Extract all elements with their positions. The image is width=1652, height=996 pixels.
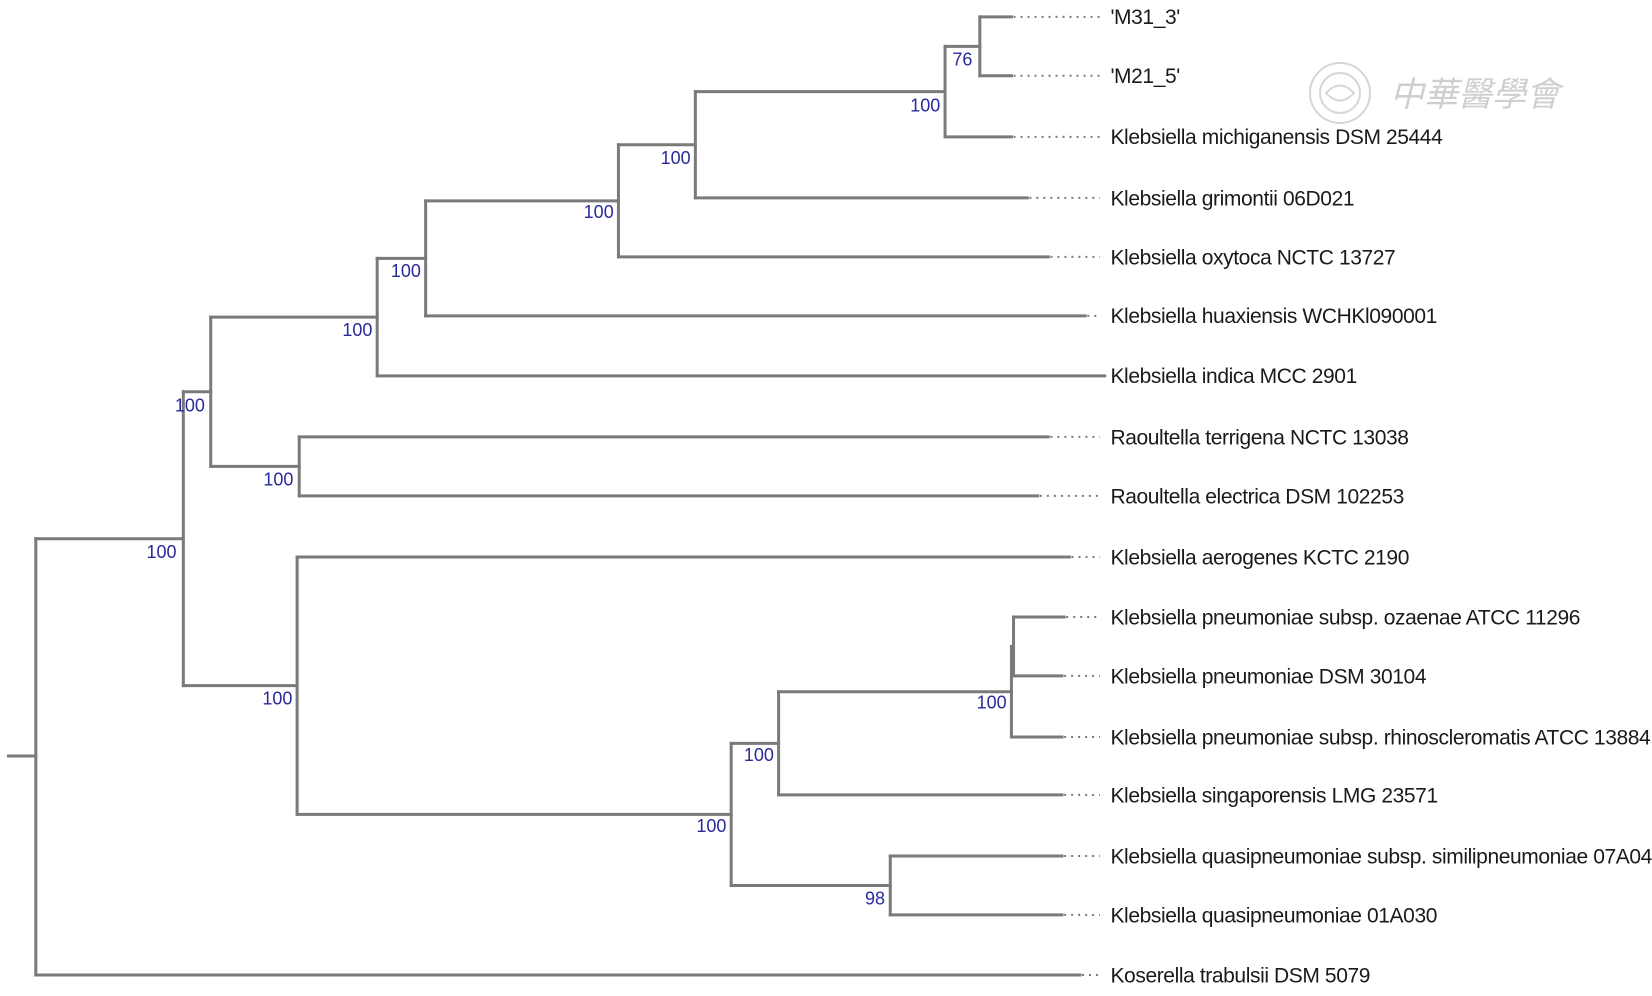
bootstrap-value: 100 — [910, 96, 940, 116]
seal-icon — [1309, 62, 1371, 124]
leaf-label: Raoultella electrica DSM 102253 — [1110, 485, 1403, 508]
leaf-label: Koserella trabulsii DSM 5079 — [1110, 964, 1370, 987]
bootstrap-value: 100 — [175, 396, 205, 416]
bootstrap-value: 100 — [262, 688, 292, 708]
leaf-label: Klebsiella grimontii 06D021 — [1110, 187, 1354, 210]
bootstrap-value: 100 — [263, 469, 293, 489]
leaf-labels: 'M31_3' 'M21_5' Klebsiella michiganensis D… — [1110, 6, 1652, 987]
bootstrap-value: 100 — [977, 693, 1007, 713]
leaf-label: Klebsiella pneumoniae subsp. rhinosclero… — [1110, 726, 1651, 749]
bootstrap-labels: 76 100 100 100 100 100 100 100 100 100 100 100 100 98 — [146, 49, 1006, 908]
watermark: 中華醫學會 — [1309, 62, 1565, 124]
leaf-label: Klebsiella quasipneumoniae 01A030 — [1110, 904, 1437, 927]
leaf-label: Klebsiella singaporensis LMG 23571 — [1110, 784, 1437, 807]
bootstrap-value: 100 — [584, 202, 614, 222]
bootstrap-value: 100 — [696, 816, 726, 836]
leaf-label: 'M31_3' — [1110, 6, 1179, 29]
bootstrap-value: 100 — [744, 745, 774, 765]
leaf-label: Raoultella terrigena NCTC 13038 — [1110, 426, 1408, 449]
bootstrap-value: 100 — [342, 320, 372, 340]
leaf-label: Klebsiella pneumoniae DSM 30104 — [1110, 665, 1426, 688]
tree-branches — [6, 15, 1106, 977]
bootstrap-value: 100 — [146, 542, 176, 562]
bootstrap-value: 100 — [661, 148, 691, 168]
leaf-label: Klebsiella michiganensis DSM 25444 — [1110, 126, 1443, 149]
bootstrap-value: 76 — [952, 49, 972, 69]
leaf-label: Klebsiella quasipneumoniae subsp. simili… — [1110, 845, 1652, 868]
bootstrap-value: 100 — [391, 261, 421, 281]
leaf-label: Klebsiella aerogenes KCTC 2190 — [1110, 546, 1409, 569]
leaf-label: Klebsiella oxytoca NCTC 13727 — [1110, 246, 1395, 269]
leaf-label: Klebsiella indica MCC 2901 — [1110, 365, 1356, 388]
leaf-label: 'M21_5' — [1110, 65, 1179, 88]
bootstrap-value: 98 — [865, 888, 885, 908]
leaf-connectors — [1013, 15, 1107, 976]
leaf-label: Klebsiella huaxiensis WCHKl090001 — [1110, 305, 1436, 328]
leaf-label: Klebsiella pneumoniae subsp. ozaenae ATC… — [1110, 606, 1580, 629]
watermark-text: 中華醫學會 — [1390, 75, 1565, 115]
